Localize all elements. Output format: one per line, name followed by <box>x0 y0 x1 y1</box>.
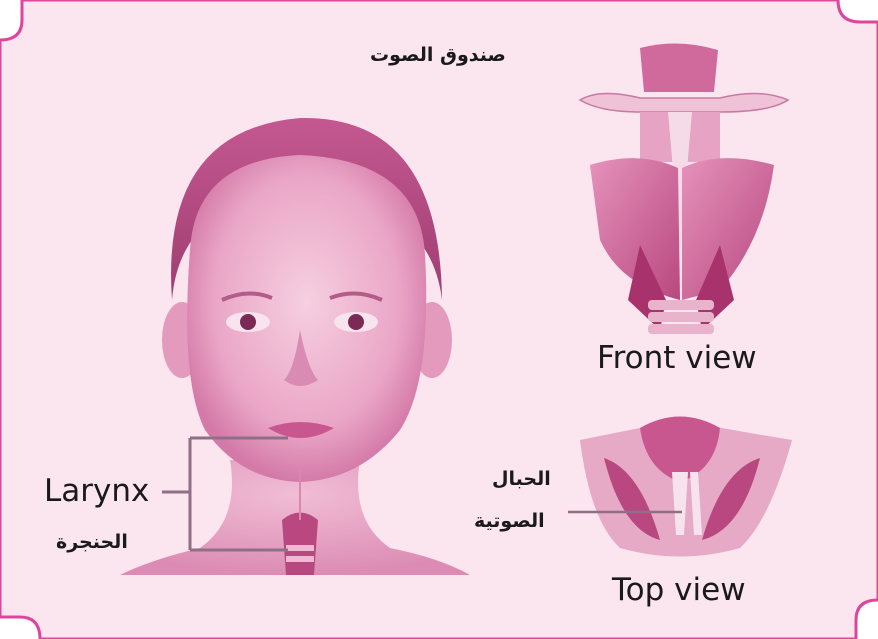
vocal-cords-label-line2: الصوتية <box>474 512 545 531</box>
larynx-label-en: Larynx <box>44 476 149 507</box>
diagram-title: صندوق الصوت <box>370 46 506 65</box>
larynx-label-ar: الحنجرة <box>56 533 128 552</box>
front-view-label: Front view <box>597 343 757 374</box>
vocal-cords-label-line1: الحبال <box>492 470 551 489</box>
top-view-label: Top view <box>612 575 746 606</box>
